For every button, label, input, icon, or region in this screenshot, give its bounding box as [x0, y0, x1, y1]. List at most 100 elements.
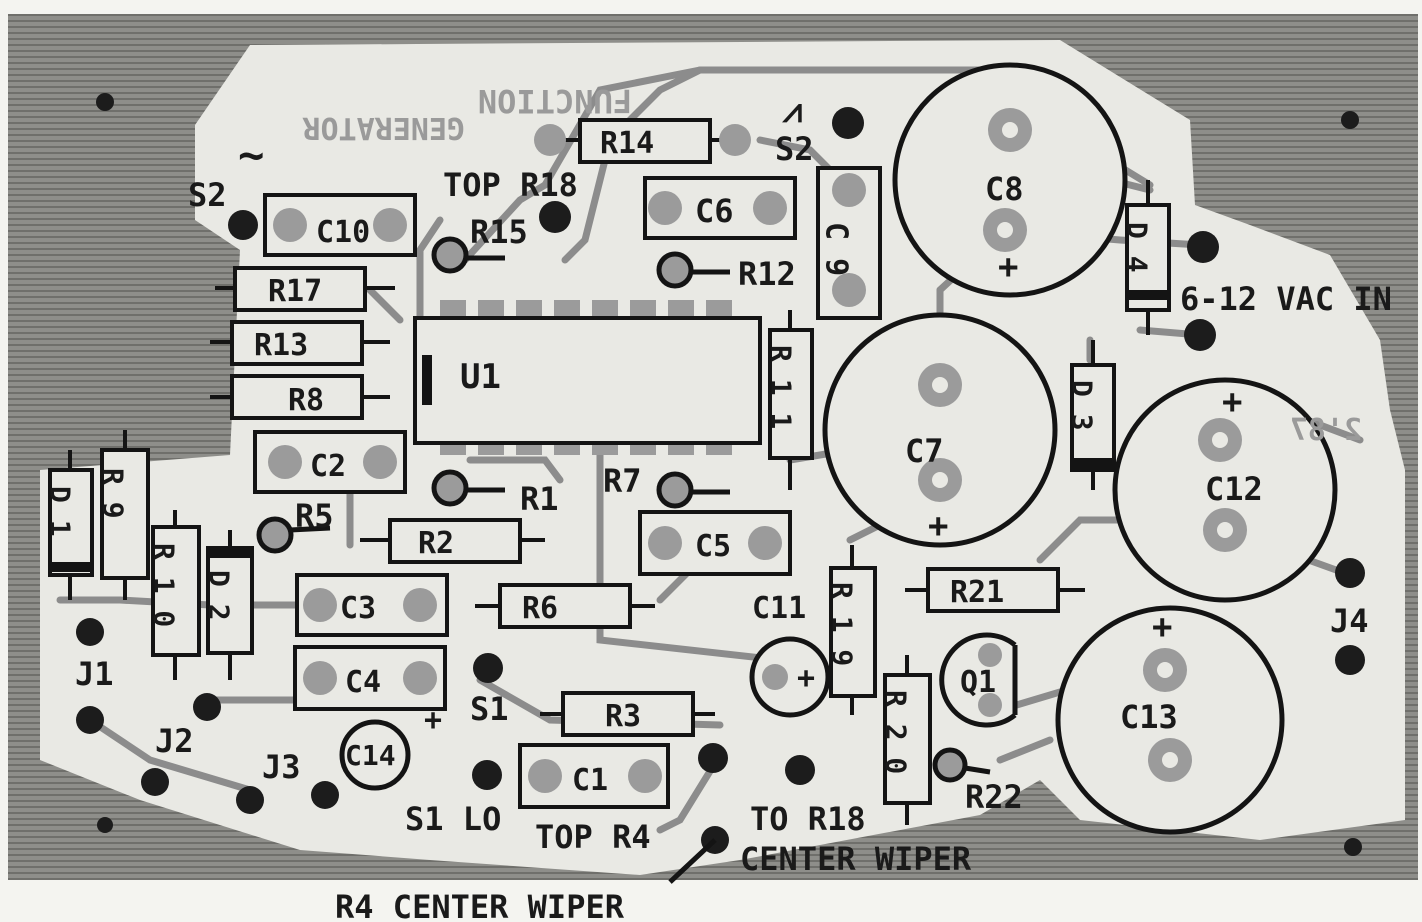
- r5-label: R5: [295, 497, 334, 535]
- c6-capacitor: C6: [643, 176, 797, 240]
- r21-label: R21: [950, 575, 1004, 610]
- c12-capacitor: C12 +: [1112, 377, 1338, 603]
- c4-capacitor: C4: [293, 645, 447, 711]
- j1-label: J1: [75, 655, 114, 693]
- r9-resistor: R 9: [97, 430, 150, 600]
- c1-capacitor: C1: [518, 743, 670, 809]
- center-wiper-label: CENTER WIPER: [740, 840, 972, 878]
- c9-capacitor: C 9: [816, 166, 882, 320]
- c10-label: C10: [316, 215, 370, 250]
- r9-label: R 9: [97, 468, 130, 519]
- r11-label: R 1 1: [765, 345, 798, 429]
- r11-resistor: R 1 1: [765, 310, 814, 490]
- c12-polarity: +: [1222, 382, 1242, 422]
- j2-label: J2: [155, 722, 194, 760]
- r19-label: R 1 9: [826, 582, 859, 666]
- annotation-labels: S2 S2 TOP R18 R15 R12 6-12 VAC IN R5 R1 …: [75, 130, 1392, 878]
- r6-resistor: R6: [475, 583, 655, 629]
- generator-silkscreen: GENERATOR: [302, 110, 465, 145]
- r7-label: R7: [603, 462, 642, 500]
- d1-label: D 1: [44, 486, 77, 537]
- c7-polarity: +: [928, 506, 948, 546]
- c9-label: C 9: [819, 222, 854, 276]
- top-r4-label: TOP R4: [535, 818, 651, 856]
- c13-label: C13: [1120, 698, 1178, 736]
- c14-polarity: +: [424, 703, 442, 738]
- r12-label: R12: [738, 255, 796, 293]
- d4-label: D 4: [1121, 222, 1154, 273]
- wire-pads: [256, 236, 991, 783]
- c14-capacitor: C14 +: [339, 703, 442, 791]
- c13-polarity: +: [1152, 607, 1172, 647]
- q1-label: Q1: [960, 665, 996, 700]
- r3-label: R3: [605, 699, 641, 734]
- r8-resistor: R8: [210, 374, 390, 420]
- d3-label: D 3: [1066, 380, 1099, 431]
- c2-capacitor: C2: [253, 430, 407, 494]
- r14-label: R14: [600, 126, 654, 161]
- r10-resistor: R 1 0: [148, 510, 201, 680]
- j3-label: J3: [262, 748, 301, 786]
- vac-in-label: 6-12 VAC IN: [1180, 280, 1392, 318]
- c11-capacitor: + C11: [749, 591, 831, 718]
- d2-label: D 2: [203, 570, 236, 621]
- c11-label: C11: [752, 591, 806, 626]
- r15-label: R15: [470, 213, 528, 251]
- s1-lo-label: S1 LO: [405, 800, 501, 838]
- r20-resistor: R 2 0: [880, 655, 932, 825]
- r14-resistor: R14: [534, 118, 751, 164]
- s2-right-label: S2: [775, 130, 814, 168]
- c12-label: C12: [1205, 470, 1263, 508]
- j4-label: J4: [1330, 602, 1369, 640]
- r20-label: R 2 0: [880, 690, 913, 774]
- r1-label: R1: [520, 480, 559, 518]
- connection-points: [76, 93, 1365, 884]
- c6-label: C6: [695, 192, 734, 230]
- r8-label: R8: [288, 383, 324, 418]
- c3-label: C3: [340, 591, 376, 626]
- sine-symbol: ~: [238, 130, 265, 181]
- function-silkscreen: FUNCTION: [478, 82, 632, 120]
- r22-label: R22: [965, 778, 1023, 816]
- r17-label: R17: [268, 274, 322, 309]
- c8-capacitor: C8 +: [892, 62, 1128, 298]
- r21-resistor: R21: [905, 567, 1085, 613]
- u1-notch: [422, 355, 432, 405]
- c5-label: C5: [695, 529, 731, 564]
- d4-diode: D 4: [1121, 180, 1171, 335]
- r19-resistor: R 1 9: [826, 545, 877, 715]
- c4-label: C4: [345, 665, 381, 700]
- c10-capacitor: C10: [263, 193, 417, 257]
- c8-label: C8: [985, 170, 1024, 208]
- r13-label: R13: [254, 328, 308, 363]
- r2-label: R2: [418, 526, 454, 561]
- r2-resistor: R2: [360, 518, 545, 564]
- silkscreen-mirrored: FUNCTION GENERATOR 2'87: [302, 82, 1362, 448]
- c13-capacitor: C13 +: [1055, 605, 1285, 835]
- c2-label: C2: [310, 449, 346, 484]
- u1-label: U1: [460, 357, 501, 397]
- c3-capacitor: C3: [295, 573, 449, 637]
- d3-diode: D 3: [1066, 340, 1116, 490]
- r17-resistor: R17: [215, 266, 395, 312]
- c11-polarity: +: [797, 661, 815, 696]
- r10-label: R 1 0: [148, 543, 181, 627]
- q1-transistor: Q1: [939, 632, 1018, 728]
- c8-polarity: +: [998, 247, 1018, 287]
- c1-label: C1: [572, 763, 608, 798]
- top-r18-label: TOP R18: [443, 166, 578, 204]
- u1-ic: U1: [413, 300, 762, 455]
- year-silkscreen: 2'87: [1290, 413, 1362, 448]
- d1-diode: D 1: [44, 450, 94, 600]
- r13-resistor: R13: [210, 320, 390, 366]
- square-wave-symbol: ⩘: [782, 91, 802, 131]
- r4-center-wiper-caption: R4 CENTER WIPER: [335, 888, 625, 922]
- r6-label: R6: [522, 591, 558, 626]
- c14-label: C14: [345, 739, 396, 772]
- c7-label: C7: [905, 432, 944, 470]
- to-r18-label: TO R18: [750, 800, 866, 838]
- s2-left-label: S2: [188, 176, 227, 214]
- d2-diode: D 2: [203, 530, 254, 680]
- u1-body: [413, 316, 762, 445]
